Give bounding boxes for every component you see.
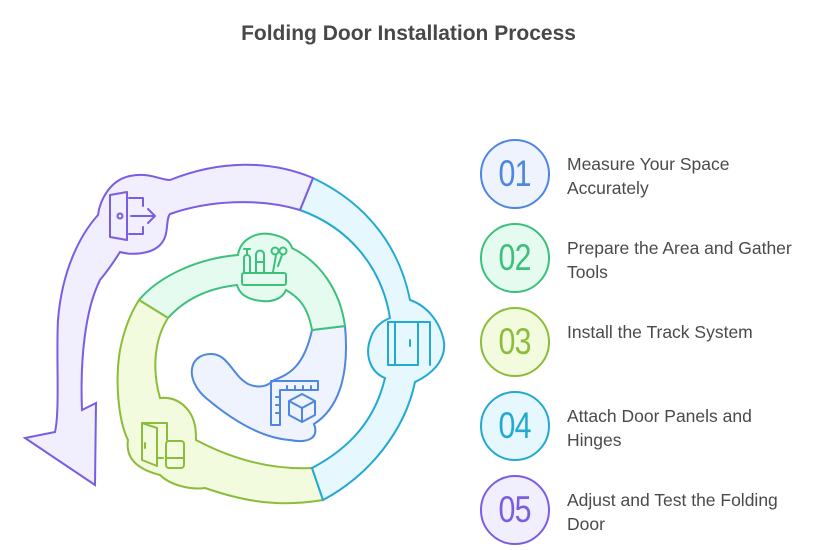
step-number-badge: 03: [480, 307, 550, 377]
tools-holder-icon: [241, 246, 288, 286]
segment-track: [116, 298, 325, 505]
segment-measure: [190, 324, 347, 443]
step-3: 03 Install the Track System: [480, 307, 810, 381]
door-panels-icon: [141, 422, 185, 469]
segment-attach: [298, 176, 446, 502]
step-label: Measure Your Space Accurately: [567, 154, 730, 198]
step-2: 02 Prepare the Area and Gather Tools: [480, 223, 810, 297]
step-1: 01 Measure Your Space Accurately: [480, 139, 810, 213]
page-title: Folding Door Installation Process: [241, 22, 576, 45]
step-number-badge: 01: [480, 139, 550, 209]
sliding-door-icon: [387, 321, 431, 366]
ruler-cube-icon: [270, 380, 319, 426]
step-label: Adjust and Test the Folding Door: [567, 490, 778, 534]
step-label: Install the Track System: [567, 322, 753, 342]
step-label: Prepare the Area and Gather Tools: [567, 238, 792, 282]
step-5: 05 Adjust and Test the Folding Door: [480, 475, 810, 549]
step-number-badge: 02: [480, 223, 550, 293]
door-exit-icon: [109, 191, 156, 241]
step-number-badge: 05: [480, 475, 550, 545]
step-label: Attach Door Panels and Hinges: [567, 406, 752, 450]
step-4: 04 Attach Door Panels and Hinges: [480, 391, 810, 465]
segment-adjust: [22, 163, 315, 487]
step-number-badge: 04: [480, 391, 550, 461]
